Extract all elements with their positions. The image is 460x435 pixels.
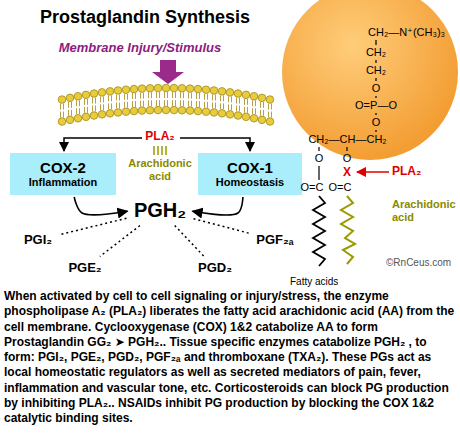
fatty-acid-label: Fatty acids — [290, 275, 338, 288]
node-title: PGH₂ — [134, 199, 186, 222]
dotted-connector — [194, 219, 250, 233]
stimulus-arrow — [152, 60, 184, 84]
dotted-connector — [175, 226, 204, 257]
cleavage-mark: X — [343, 166, 351, 179]
enzyme-box: COX-2Inflammation — [10, 153, 116, 195]
pla2-arrow — [357, 171, 389, 173]
node-title: COX-2 — [40, 159, 86, 176]
atom-label: O — [372, 82, 381, 95]
prostaglandin-node: PGF₂ₐ — [252, 232, 298, 249]
prostaglandin-node: PGE₂ — [64, 260, 106, 277]
fatty-acid-label: Arachidonic acid — [124, 157, 196, 183]
atom-label: O — [343, 152, 352, 165]
chemical-group: O=C — [301, 181, 324, 194]
chemical-group: CH₂ — [366, 46, 386, 59]
enzyme-label: PLA₂ — [392, 165, 421, 178]
enzyme-box: COX-1Homeostasis — [198, 153, 302, 195]
chemical-group: CH₂—N⁺(CH₃)₃ — [368, 26, 445, 39]
prostaglandin-node: PGH₂ — [130, 198, 191, 223]
stimulus-label: Membrane Injury/Stimulus — [59, 41, 222, 54]
node-subtitle: Inflammation — [29, 176, 97, 189]
atom-label: O — [315, 152, 324, 165]
node-title: PGI₂ — [24, 233, 52, 248]
chemical-group: O=C — [329, 181, 352, 194]
chemical-group: O=P—O — [355, 99, 397, 112]
node-title: PGE₂ — [68, 261, 101, 276]
arrow-connector — [74, 197, 127, 215]
chemical-group: CH₂ — [366, 64, 386, 77]
fatty-acid-chain — [313, 196, 325, 266]
prostaglandin-node: PGI₂ — [20, 232, 57, 249]
fatty-acid-label: Arachidonic acid — [392, 198, 456, 224]
phospholipid-head — [282, 0, 458, 160]
enzyme-label: PLA₂ — [145, 130, 174, 143]
node-subtitle: Homeostasis — [216, 176, 284, 189]
atom-label: O — [372, 116, 381, 129]
dotted-connector — [100, 226, 140, 257]
watermark: ©RnCeus.com — [386, 256, 451, 269]
node-title: COX-1 — [227, 159, 273, 176]
released-fatty-acid-marks — [154, 146, 166, 155]
node-title: PGF₂ₐ — [256, 233, 293, 248]
chemical-group: CH₂—CH—CH₂ — [308, 133, 386, 146]
title: Prostaglandin Synthesis — [40, 6, 250, 28]
cell-membrane — [58, 84, 274, 125]
arachidonic-acid-chain — [341, 196, 355, 264]
arrow-connector — [193, 197, 243, 215]
caption: When activated by cell to cell signaling… — [4, 289, 456, 427]
dotted-connector — [60, 218, 127, 234]
prostaglandin-node: PGD₂ — [194, 260, 236, 277]
node-title: PGD₂ — [198, 261, 232, 276]
